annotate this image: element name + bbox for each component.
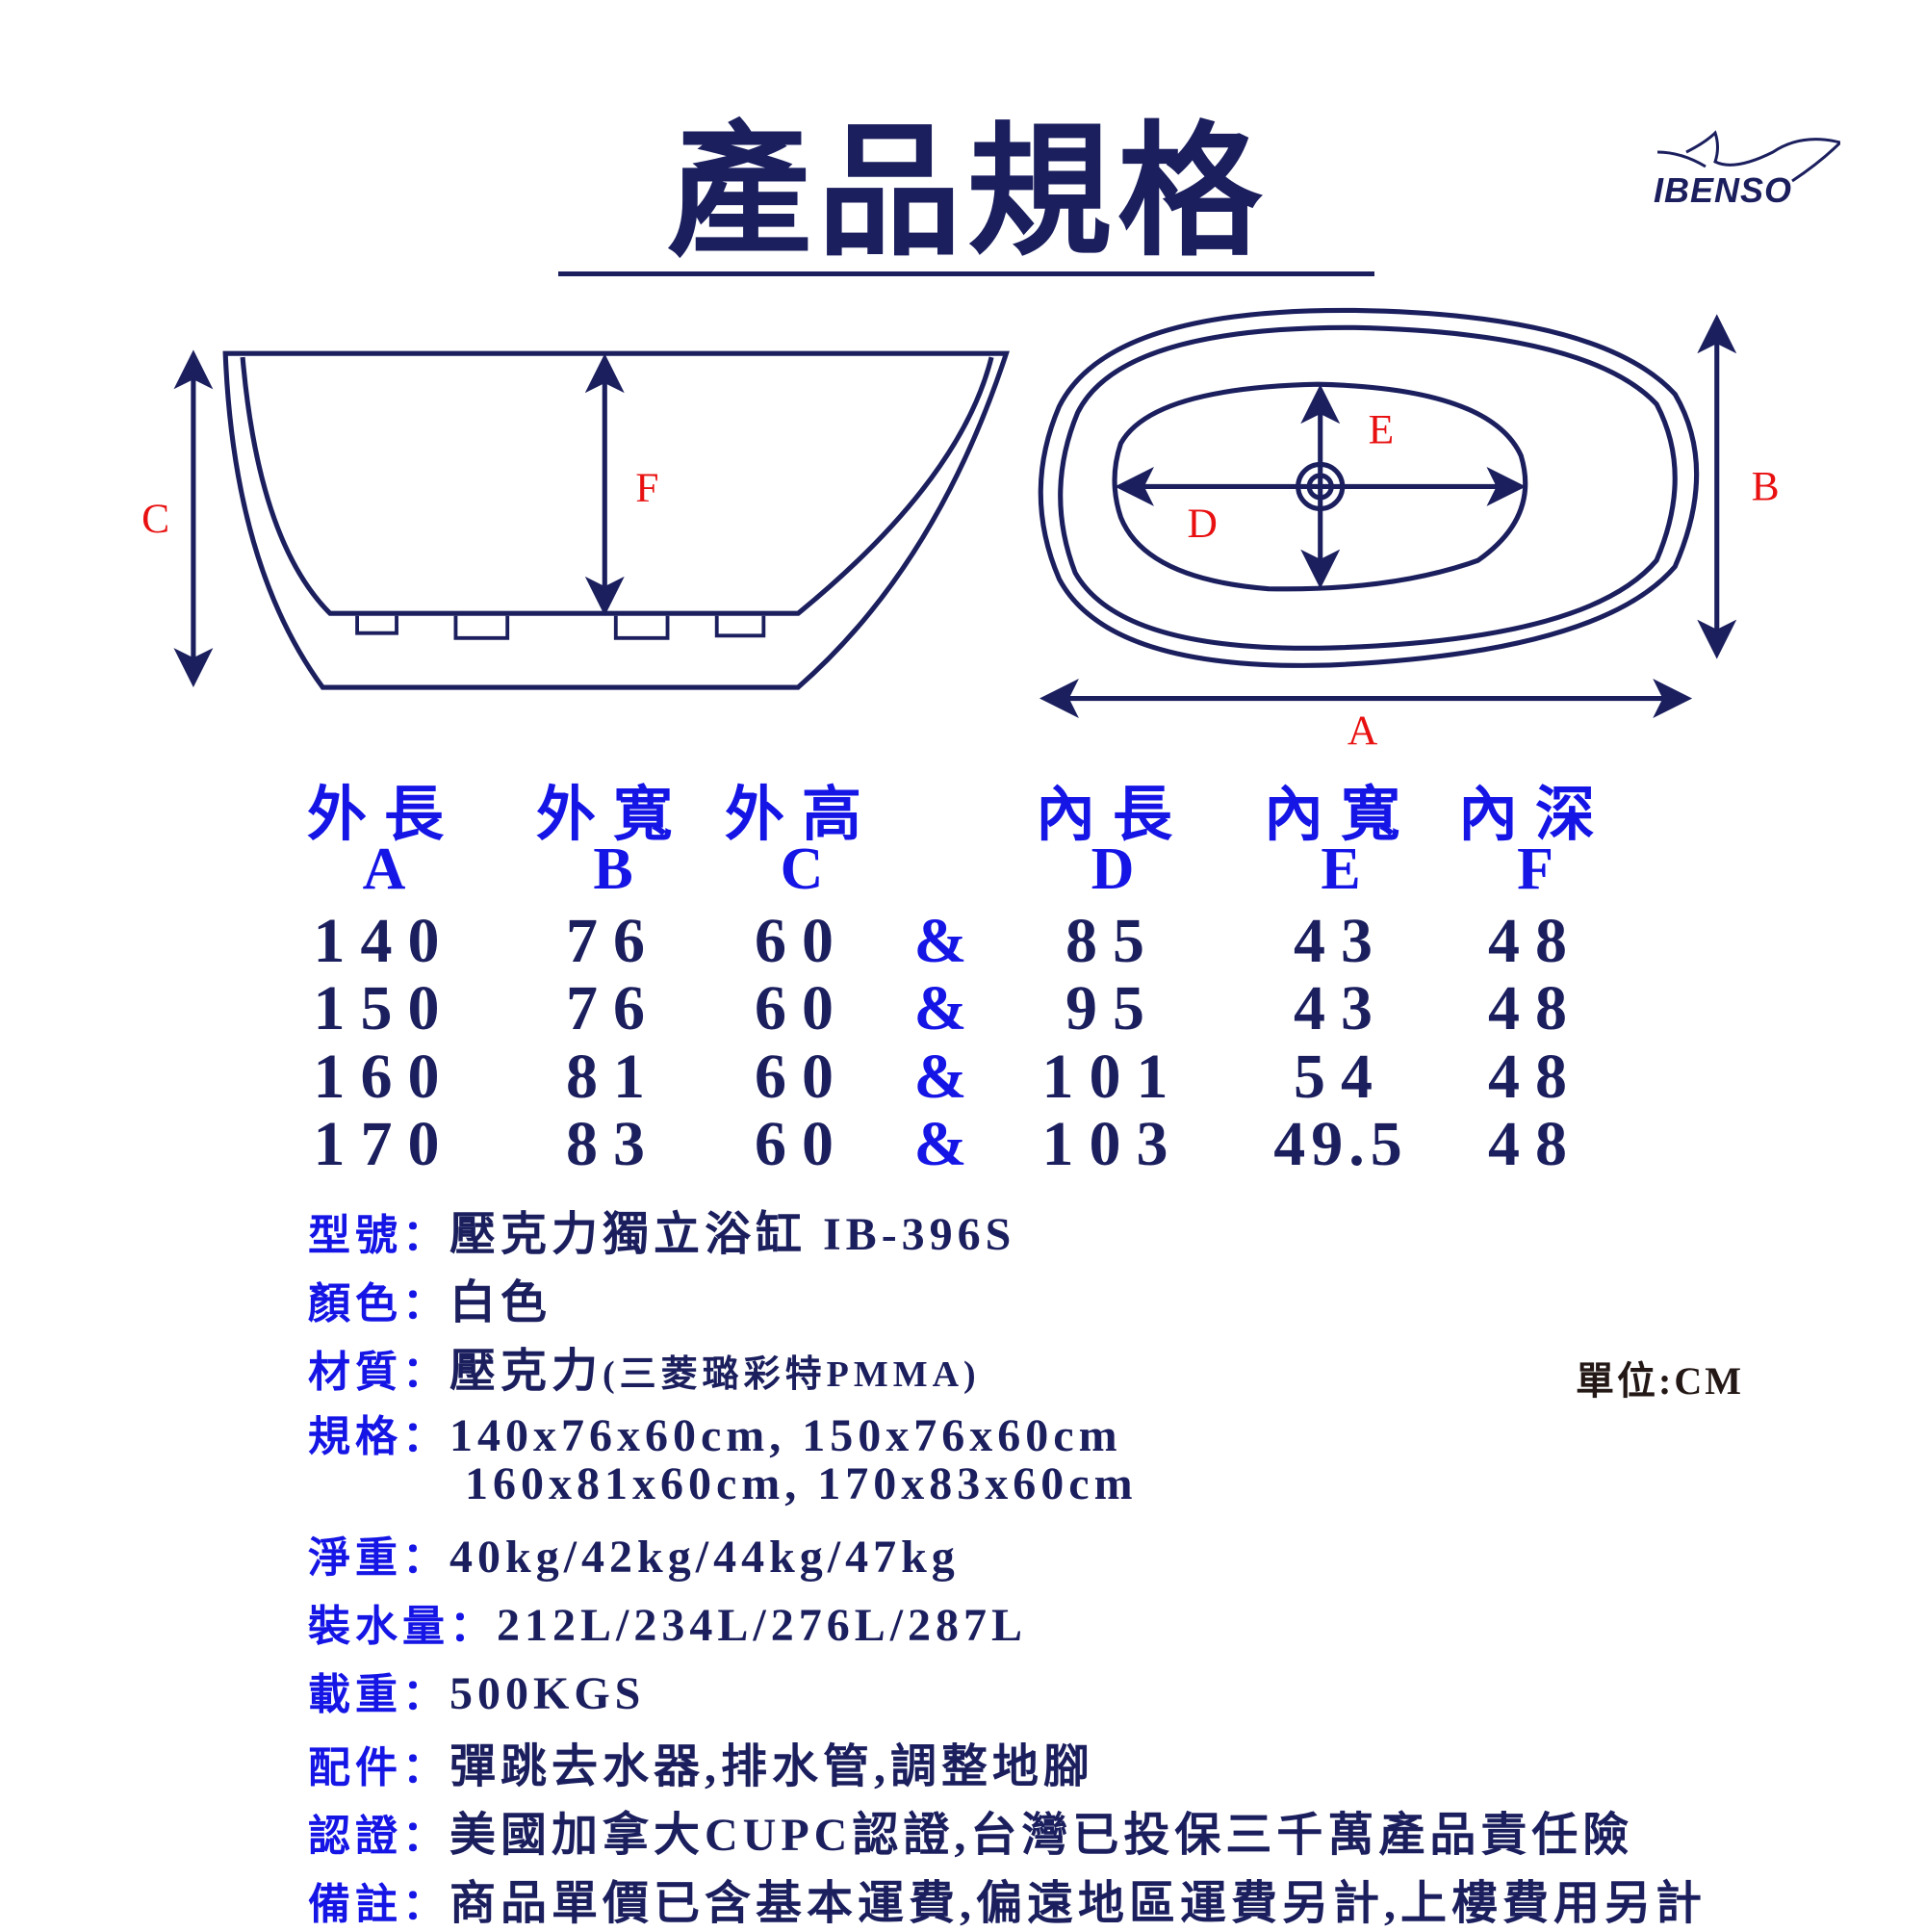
table-cell: 76 [566,973,660,1043]
table-cell: 48 [1488,1042,1582,1112]
side-view [222,350,1010,690]
table-cell: 60 [755,1042,849,1112]
spec-size-line2: 160x81x60cm, 170x83x60cm [465,1457,1138,1510]
spec-label: 備註： [308,1880,449,1929]
spec-capacity: 裝水量：212L/234L/276L/287L [308,1591,1027,1653]
table-cell: 43 [1294,973,1388,1043]
table-cell: 140 [313,906,455,976]
ampersand-separator: & [913,1042,967,1112]
ibenso-logo: IBENSO [1654,130,1840,210]
letter-d: D [1091,837,1135,902]
table-cell: 60 [755,906,849,976]
spec-value: 彈跳去水器,排水管,調整地腳 [449,1741,1095,1792]
unit-label: 單位:CM [1576,1359,1744,1403]
table-cell: 49.5 [1273,1109,1408,1179]
spec-label: 認證： [308,1812,449,1861]
spec-value: 40kg/42kg/44kg/47kg [449,1532,960,1583]
label-a: A [1348,708,1378,754]
dimension-arrows [173,314,1737,719]
spec-remarks: 備註：商品單價已含基本運費,偏遠地區運費另計,上樓費用另計 [308,1865,1707,1932]
spec-label: 規格： [308,1412,449,1461]
table-cell: 85 [1065,906,1160,976]
ampersand-separator: & [913,1109,967,1179]
table-cell: 150 [313,973,455,1043]
spec-label: 裝水量： [308,1602,497,1651]
table-cell: 81 [566,1042,660,1112]
table-cell: 48 [1488,973,1582,1043]
spec-value: 壓克力 [449,1346,603,1397]
table-cell: 43 [1294,906,1388,976]
table-cell: 60 [755,1109,849,1179]
spec-label: 顏色： [308,1279,449,1328]
letter-c: C [780,837,824,902]
spec-label: 配件： [308,1743,449,1792]
table-cell: 103 [1041,1109,1184,1179]
page-title: 產品規格 [666,107,1268,276]
letter-f: F [1517,837,1553,902]
table-cell: 54 [1294,1042,1388,1112]
header-outer-height: 外高 [724,779,879,849]
letter-a: A [362,837,406,902]
label-f: F [635,465,658,511]
header-inner-depth: 內深 [1457,779,1612,849]
brand-name: IBENSO [1654,170,1792,210]
table-cell: 170 [313,1109,455,1179]
spec-material: 材質：壓克力(三菱璐彩特PMMA) [308,1332,981,1400]
label-c: C [141,496,169,542]
spec-size: 規格：140x76x60cm, 150x76x60cm [308,1402,1122,1463]
table-cell: 101 [1041,1042,1184,1112]
spec-value: 140x76x60cm, 150x76x60cm [449,1410,1122,1461]
spec-weight: 淨重：40kg/42kg/44kg/47kg [308,1523,960,1584]
table-cell: 48 [1488,1109,1582,1179]
letter-e: E [1321,837,1361,902]
label-e: E [1369,407,1395,453]
spec-load: 載重：500KGS [308,1660,645,1721]
spec-value: 白色 [449,1277,552,1328]
ampersand-separator: & [913,906,967,976]
spec-note: (三菱璐彩特PMMA) [603,1354,981,1395]
spec-model: 型號：壓克力獨立浴缸 IB-396S [308,1196,1015,1263]
table-cell: 76 [566,906,660,976]
table-cell: 60 [755,973,849,1043]
header-outer-width: 外寬 [535,779,690,849]
spec-label: 材質： [308,1348,449,1397]
table-cell: 160 [313,1042,455,1112]
top-view [1038,307,1700,668]
spec-value: 壓克力獨立浴缸 IB-396S [449,1209,1016,1260]
label-b: B [1752,464,1780,510]
table-cell: 48 [1488,906,1582,976]
header-inner-length: 內長 [1035,779,1190,849]
header-inner-width: 內寬 [1263,779,1418,849]
table-cell: 83 [566,1109,660,1179]
spec-label: 型號： [308,1211,449,1260]
spec-certification: 認證：美國加拿大CUPC認證,台灣已投保三千萬產品責任險 [308,1796,1633,1864]
spec-value: 商品單價已含基本運費,偏遠地區運費另計,上樓費用另計 [449,1878,1707,1929]
letter-b: B [593,837,633,902]
ampersand-separator: & [913,973,967,1043]
header-outer-length: 外長 [306,779,461,849]
label-d: D [1188,501,1218,547]
spec-color: 顏色：白色 [308,1264,552,1331]
spec-value: 212L/234L/276L/287L [497,1600,1028,1651]
spec-label: 載重： [308,1670,449,1719]
spec-value: 160x81x60cm, 170x83x60cm [465,1458,1138,1509]
spec-value: 美國加拿大CUPC認證,台灣已投保三千萬產品責任險 [449,1810,1634,1861]
spec-accessories: 配件：彈跳去水器,排水管,調整地腳 [308,1728,1094,1795]
spec-value: 500KGS [449,1668,646,1719]
title-divider [558,271,1374,276]
table-cell: 95 [1065,973,1160,1043]
spec-label: 淨重： [308,1533,449,1583]
